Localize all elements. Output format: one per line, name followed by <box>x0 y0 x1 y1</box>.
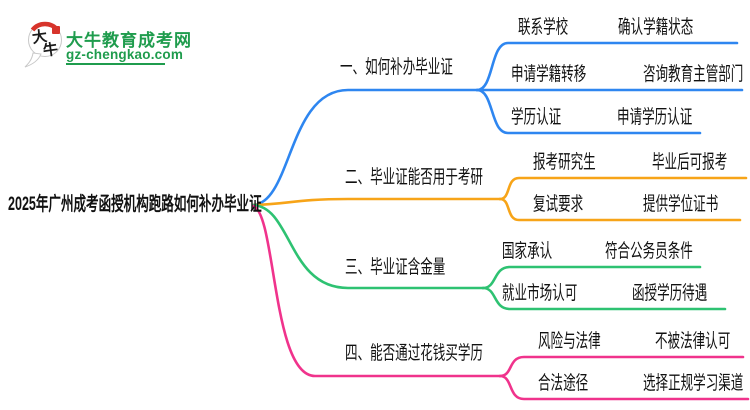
branch-3-main-line <box>251 203 485 290</box>
branch-3-child-2-left-label: 就业市场认可 <box>502 283 578 304</box>
branch-3-label: 三、毕业证含金量 <box>345 257 446 278</box>
logo: 大 牛 大牛教育成考网 gz-chengkao.com <box>12 6 192 68</box>
logo-seal-icon <box>52 26 60 34</box>
branch-2-label: 二、毕业证能否用于考研 <box>345 167 483 188</box>
branch-4-child-1-right-label: 不被法律认可 <box>655 331 731 352</box>
branch-1-label: 一、如何补办毕业证 <box>340 57 453 78</box>
branch-1-child-2-left-label: 申请学籍转移 <box>511 64 587 85</box>
branch-1-child-3-underline <box>475 88 702 135</box>
branch-3-child-2-underline <box>481 286 727 311</box>
branch-3-child-1-right-label: 符合公务员条件 <box>605 241 693 262</box>
branch-4-child-1-left-label: 风险与法律 <box>538 331 601 352</box>
branch-2-child-2-left-label: 复试要求 <box>533 194 584 215</box>
branch-3-child-2-right-label: 函授学历待遇 <box>632 283 708 304</box>
branch-2-child-1-left-label: 报考研究生 <box>533 152 596 173</box>
branch-1-child-1-left-label: 联系学校 <box>518 17 569 38</box>
branch-1-main-line <box>251 88 479 207</box>
branch-2-main-line <box>251 197 502 207</box>
branch-1-child-1-right-label: 确认学籍状态 <box>618 17 694 38</box>
logo-domain: gz-chengkao.com <box>66 47 184 62</box>
branch-2-child-2-right-label: 提供学位证书 <box>643 194 719 215</box>
logo-underline <box>66 63 165 65</box>
branch-1-child-1-underline <box>475 41 739 92</box>
logo-badge-char-bottom: 牛 <box>42 40 59 60</box>
logo-title: 大牛教育成考网 <box>66 31 192 50</box>
branch-2-child-2-underline <box>498 197 742 222</box>
branch-4-child-2-left-label: 合法途径 <box>538 373 589 394</box>
branch-1-child-3-right-label: 申请学历认证 <box>617 107 693 128</box>
branch-1-child-3-left-label: 学历认证 <box>511 107 562 128</box>
branch-1-child-2-right-label: 咨询教育主管部门 <box>643 64 744 85</box>
branch-4-child-2-right-label: 选择正规学习渠道 <box>643 373 744 394</box>
branch-4-child-2-underline <box>498 374 750 401</box>
branch-4-label: 四、能否通过花钱买学历 <box>345 343 483 364</box>
branch-2-child-1-right-label: 毕业后可报考 <box>652 152 728 173</box>
branch-3-child-1-left-label: 国家承认 <box>502 241 553 262</box>
logo-badge: 大 牛 <box>24 21 62 68</box>
branch-4-main-line <box>251 204 502 378</box>
logo-badge-tail <box>24 52 42 68</box>
logo-badge-char-top: 大 <box>31 27 48 47</box>
mindmap-root-node: 2025年广州成考函授机构跑路如何补办毕业证 <box>8 194 262 215</box>
